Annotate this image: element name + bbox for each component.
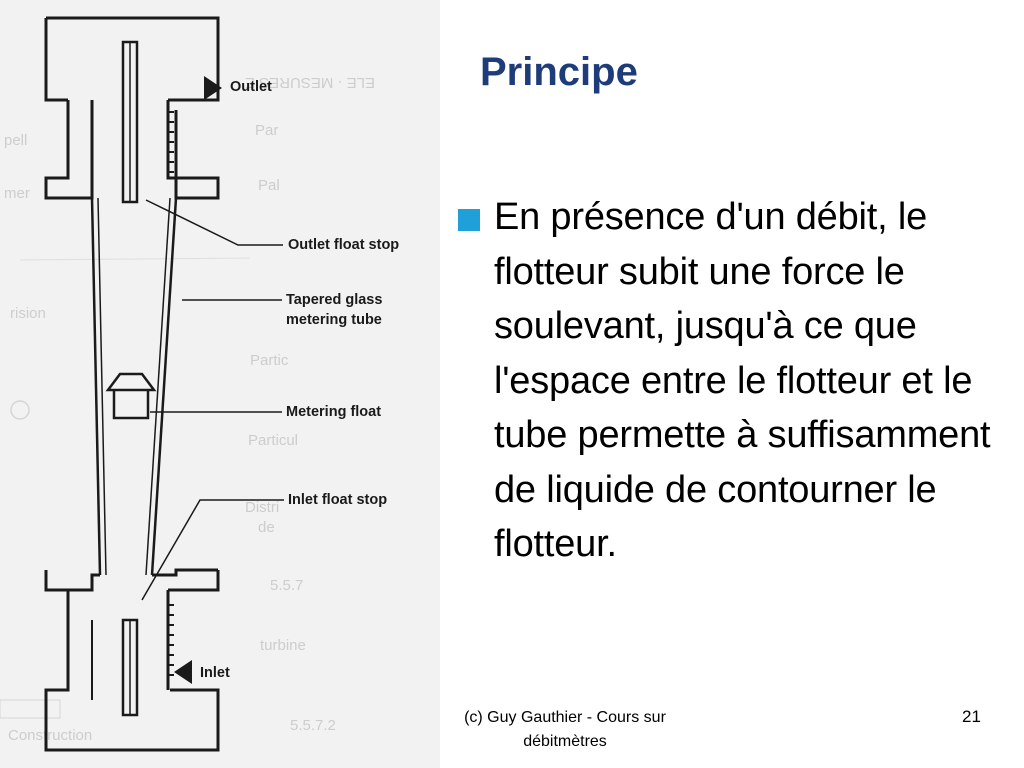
svg-text:de: de <box>258 519 275 536</box>
svg-text:pell: pell <box>4 132 27 149</box>
rotameter-body <box>44 16 220 752</box>
footer-credit: (c) Guy Gauthier - Cours sur débitmètres <box>464 709 666 750</box>
svg-text:5.5.7: 5.5.7 <box>270 577 303 594</box>
label-tapered-glass-line1: Tapered glass <box>286 292 382 308</box>
svg-text:Par: Par <box>255 122 278 139</box>
svg-text:Particul: Particul <box>248 432 298 449</box>
bullet-text: En présence d'un débit, le flotteur subi… <box>494 196 991 565</box>
svg-text:turbine: turbine <box>260 637 306 654</box>
leader-lines <box>141 199 284 601</box>
svg-text:Pal: Pal <box>258 177 280 194</box>
svg-text:rision: rision <box>10 305 46 322</box>
outlet-arrow-icon <box>204 76 222 100</box>
label-inlet: Inlet <box>200 665 230 681</box>
scan-bleed-through: ELE · MESURES E Par pell Pal mer rision … <box>0 74 375 744</box>
label-tapered-glass-line2: metering tube <box>286 312 382 328</box>
label-outlet-float-stop: Outlet float stop <box>288 237 399 253</box>
label-outlet: Outlet <box>230 79 272 95</box>
svg-text:mer: mer <box>4 185 30 202</box>
svg-text:Partic: Partic <box>250 352 289 369</box>
label-metering-float: Metering float <box>286 404 381 420</box>
rotameter-drawing: ELE · MESURES E Par pell Pal mer rision … <box>0 16 399 752</box>
svg-text:Construction: Construction <box>8 727 92 744</box>
slide-title: Principe <box>480 50 638 94</box>
inlet-arrow-icon <box>174 660 192 684</box>
rotameter-figure: ELE · MESURES E Par pell Pal mer rision … <box>0 0 440 768</box>
svg-text:ELE · MESURES E: ELE · MESURES E <box>245 74 375 91</box>
svg-text:5.5.7.2: 5.5.7.2 <box>290 717 336 734</box>
svg-text:Distri: Distri <box>245 499 279 516</box>
page-number: 21 <box>962 707 981 726</box>
label-inlet-float-stop: Inlet float stop <box>288 492 387 508</box>
bullet-square-icon <box>458 209 480 231</box>
